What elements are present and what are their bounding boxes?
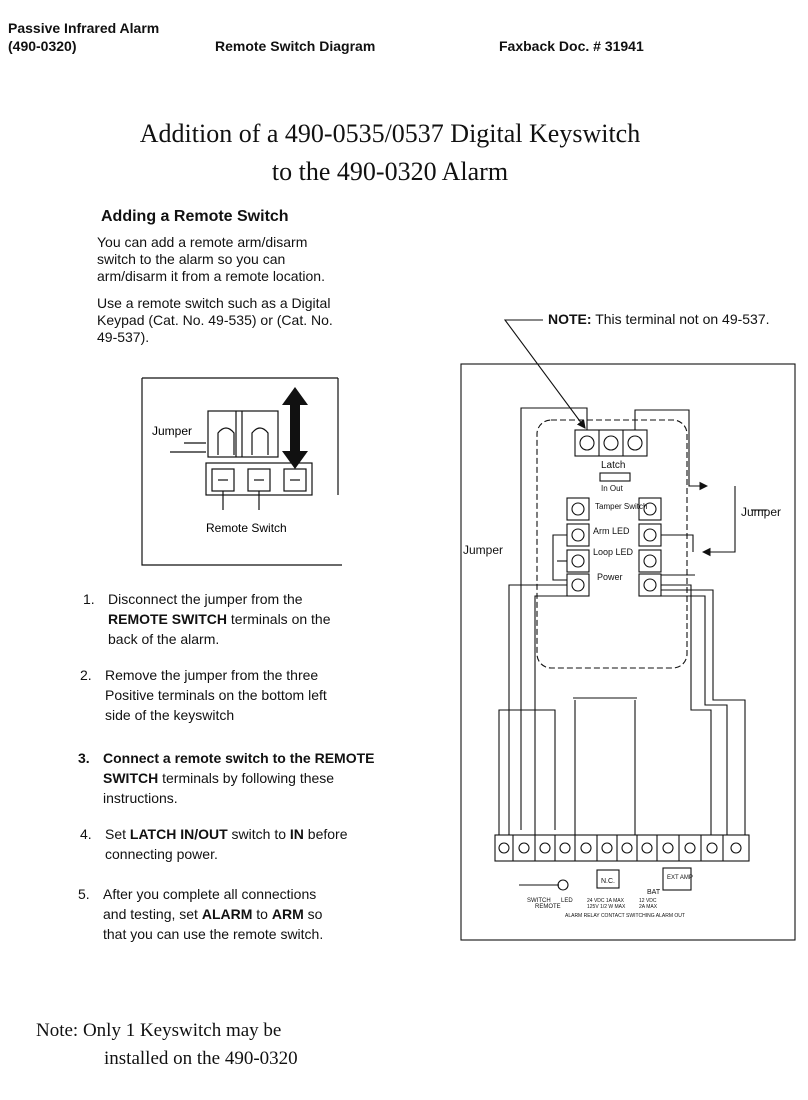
term-rating-3: 12 VDC bbox=[639, 898, 657, 904]
jumper-right-label: Jumper bbox=[741, 505, 781, 519]
term-rating-4: 2A MAX bbox=[639, 904, 658, 910]
step-line: Positive terminals on the bottom left bbox=[105, 687, 327, 703]
term-ext-amp: EXT AMP bbox=[667, 875, 693, 881]
double-arrow-icon bbox=[282, 387, 308, 469]
step-text: terminals on the bbox=[227, 611, 331, 627]
power-label: Power bbox=[597, 572, 623, 582]
recommend-line: Keypad (Cat. No. 49-535) or (Cat. No. bbox=[97, 312, 333, 328]
step-5: 5. After you complete all connections an… bbox=[78, 884, 418, 946]
faxback-number: Faxback Doc. # 31941 bbox=[499, 38, 644, 54]
jumper-left-label: Jumper bbox=[463, 543, 503, 557]
step-4: 4. Set LATCH IN/OUT switch to IN before … bbox=[80, 824, 420, 866]
step-number: 5. bbox=[78, 886, 90, 902]
jumper-label: Jumper bbox=[152, 424, 192, 438]
step-2: 2. Remove the jumper from the three Posi… bbox=[80, 665, 420, 727]
term-remote: REMOTE bbox=[535, 904, 561, 910]
recommend-line: 49-537). bbox=[97, 329, 150, 345]
step-bold: LATCH IN/OUT bbox=[129, 826, 228, 842]
step-line: back of the alarm. bbox=[108, 631, 220, 647]
step-number: 1. bbox=[83, 591, 95, 607]
term-nc: N.C. bbox=[601, 878, 615, 885]
step-text: to bbox=[252, 906, 272, 922]
doc-type: Remote Switch Diagram bbox=[215, 38, 376, 54]
note-line: installed on the 490-0320 bbox=[104, 1048, 298, 1069]
step-line: side of the keyswitch bbox=[105, 707, 235, 723]
recommend-line: Use a remote switch such as a Digital bbox=[97, 295, 331, 311]
note-line: Note: Only 1 Keyswitch may be bbox=[36, 1020, 282, 1041]
step-bold: ALARM bbox=[201, 906, 253, 922]
intro-line: arm/disarm it from a remote location. bbox=[97, 268, 325, 284]
recommend-paragraph: Use a remote switch such as a Digital Ke… bbox=[97, 295, 397, 346]
step-text: before bbox=[303, 826, 348, 842]
terminal-note: NOTE: This terminal not on 49-537. bbox=[548, 311, 770, 328]
note-label: NOTE: bbox=[548, 311, 592, 327]
note-text: This terminal not on 49-537. bbox=[591, 311, 770, 327]
product-name: Passive Infrared Alarm bbox=[8, 20, 160, 36]
step-3: 3. Connect a remote switch to the REMOTE… bbox=[78, 748, 428, 810]
step-line: REMOTE SWITCH terminals on the bbox=[108, 609, 418, 629]
term-rating-2: 125V 1/2 W MAX bbox=[587, 904, 626, 910]
step-1: 1. Disconnect the jumper from the REMOTE… bbox=[83, 589, 423, 651]
step-line: that you can use the remote switch. bbox=[103, 926, 324, 942]
term-bat: BAT bbox=[647, 889, 661, 896]
step-bold: IN bbox=[289, 826, 304, 842]
page-title: Addition of a 490-0535/0537 Digital Keys… bbox=[90, 115, 690, 191]
intro-line: switch to the alarm so you can bbox=[97, 251, 286, 267]
loop-led-label: Loop LED bbox=[593, 547, 634, 557]
step-line: SWITCH terminals by following these bbox=[103, 768, 413, 788]
term-bottom-caption: ALARM RELAY CONTACT SWITCHING ALARM OUT bbox=[565, 913, 685, 919]
wiring-diagram: Latch In Out Tamper Switch Arm LED Loop … bbox=[460, 319, 796, 941]
step-text: Set bbox=[105, 826, 130, 842]
small-jumper-diagram: Jumper Remote Switch bbox=[141, 377, 342, 566]
step-text: switch to bbox=[227, 826, 290, 842]
step-line: After you complete all connections bbox=[103, 886, 317, 902]
step-text: and testing, set bbox=[103, 906, 202, 922]
tamper-switch-label: Tamper Switch bbox=[595, 502, 647, 511]
step-line: Remove the jumper from the three bbox=[105, 667, 319, 683]
step-line: Set LATCH IN/OUT switch to IN before bbox=[105, 824, 415, 844]
step-bold: REMOTE SWITCH bbox=[108, 611, 227, 627]
step-number: 4. bbox=[80, 826, 92, 842]
keyswitch-note: Note: Only 1 Keyswitch may be installed … bbox=[36, 1017, 298, 1073]
remote-switch-label: Remote Switch bbox=[206, 521, 287, 535]
step-line: instructions. bbox=[103, 790, 178, 806]
step-line: connecting power. bbox=[105, 846, 218, 862]
step-bold: SWITCH bbox=[103, 770, 159, 786]
term-rating-1: 24 VDC 1A MAX bbox=[587, 898, 625, 904]
term-led: LED bbox=[561, 898, 573, 904]
step-number: 2. bbox=[80, 667, 92, 683]
title-line1: Addition of a 490-0535/0537 Digital Keys… bbox=[139, 119, 641, 148]
product-number: (490-0320) bbox=[8, 38, 77, 54]
step-line: and testing, set ALARM to ARM so bbox=[103, 904, 413, 924]
step-number: 3. bbox=[78, 750, 90, 766]
step-line: Disconnect the jumper from the bbox=[108, 591, 303, 607]
term-switch: SWITCH bbox=[527, 898, 551, 904]
title-line2: to the 490-0320 Alarm bbox=[271, 157, 509, 186]
step-line: Connect a remote switch to the REMOTE bbox=[103, 750, 375, 766]
in-out-label: In Out bbox=[601, 484, 624, 493]
intro-paragraph: You can add a remote arm/disarm switch t… bbox=[97, 234, 397, 285]
section-heading: Adding a Remote Switch bbox=[101, 208, 289, 225]
step-text: terminals by following these bbox=[158, 770, 335, 786]
latch-label: Latch bbox=[601, 460, 625, 471]
arm-led-label: Arm LED bbox=[593, 526, 630, 536]
step-bold: ARM bbox=[271, 906, 304, 922]
step-text: so bbox=[303, 906, 323, 922]
intro-line: You can add a remote arm/disarm bbox=[97, 234, 308, 250]
